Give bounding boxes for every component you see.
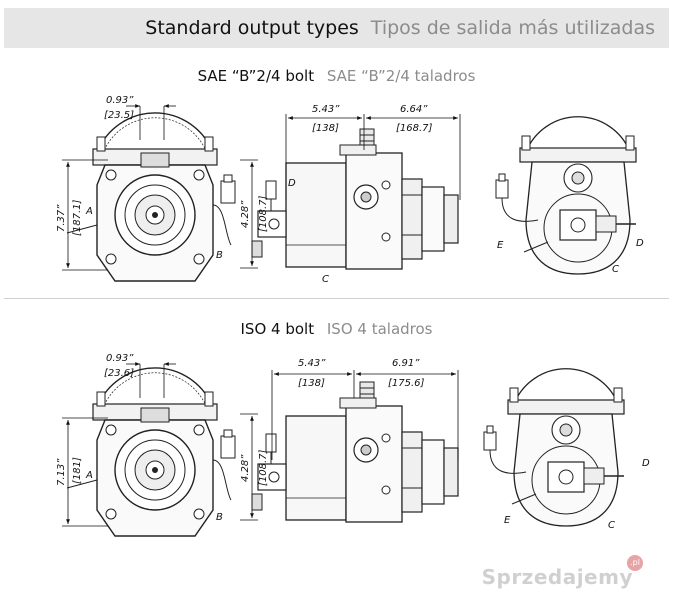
sae-side-height: 4.28” [240,200,251,228]
iso-rear-view [483,368,625,527]
iso-length-b-mm: [175.6] [388,378,425,389]
sae-label-c-side: C [322,274,329,285]
sae-shaft-offset: 0.93” [106,95,134,106]
sae-height-mm: [187.1] [72,199,83,236]
header-title-es: Tipos de salida más utilizadas [370,17,655,39]
sae-length-a: 5.43” [312,104,340,115]
iso-side-view [251,381,459,523]
sae-side-view [251,128,459,270]
iso-side-height-mm: [108.7] [258,449,269,486]
sae-length-b-mm: [168.7] [396,123,433,134]
iso-shaft-offset: 0.93” [106,353,134,364]
iso-height: 7.13” [56,458,67,486]
sae-shaft-offset-mm: [23.5] [104,110,134,121]
iso-part-labels: A B E D C [85,458,650,531]
section-title-iso-en: ISO 4 bolt [240,320,315,338]
sae-label-e: E [497,240,504,251]
iso-side-height: 4.28” [240,454,251,482]
iso-label-a: A [85,470,93,481]
iso-label-c-rear: C [608,520,615,531]
sae-height: 7.37” [56,204,67,232]
watermark-badge: .pl [627,555,643,571]
iso-height-mm: [181] [72,457,83,484]
iso-label-d-rear: D [642,458,650,469]
iso-length-a: 5.43” [298,358,326,369]
iso-label-b: B [216,512,223,523]
sae-dimension-texts: 0.93” [23.5] 7.37” [187.1] 4.28” [108.7]… [56,95,433,236]
header-bar: Standard output types Tipos de salida má… [4,8,669,48]
sae-rear-view [495,116,637,275]
sae-label-c-rear: C [612,264,619,275]
sae-length-b: 6.64” [400,104,428,115]
sae-front-view [66,112,236,282]
iso-dimension-lines [62,362,459,527]
iso-length-b: 6.91” [392,358,420,369]
iso-label-e: E [504,515,511,526]
sae-label-a: A [85,206,93,217]
sae-length-a-mm: [138] [312,123,339,134]
sae-side-height-mm: [108.7] [258,195,269,232]
header-title-en: Standard output types [145,17,359,39]
section-divider [4,298,669,299]
iso-length-a-mm: [138] [298,378,325,389]
section-title-sae: SAE “B”2/4 bolt SAE “B”2/4 taladros [0,67,673,85]
iso-shaft-offset-mm: [23.6] [104,368,134,379]
iso-dimension-texts: 0.93” [23.6] 7.13” [181] 4.28” [108.7] 5… [56,353,425,486]
iso-front-view [66,367,236,537]
sae-dimension-lines [62,104,461,271]
sae-part-labels: A B D C E D C [85,178,644,285]
watermark: Sprzedajemy [481,565,633,589]
sae-label-b: B [216,250,223,261]
section-title-sae-es: SAE “B”2/4 taladros [326,67,476,85]
sae-label-d-rear: D [636,238,644,249]
section-title-iso-es: ISO 4 taladros [326,320,433,338]
section-title-iso: ISO 4 bolt ISO 4 taladros [0,320,673,338]
sae-label-d-side: D [288,178,296,189]
section-title-sae-en: SAE “B”2/4 bolt [197,67,315,85]
